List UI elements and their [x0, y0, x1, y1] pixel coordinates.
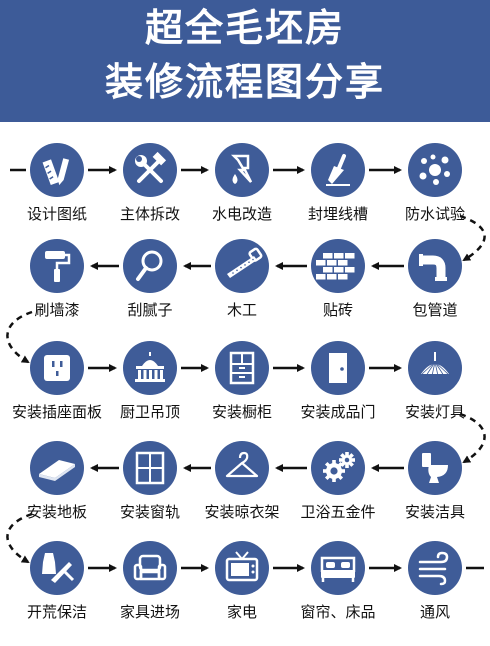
step-circle	[123, 541, 177, 595]
step-label: 厨卫吊顶	[119, 403, 180, 421]
step-circle	[30, 143, 84, 197]
step-circle	[311, 541, 365, 595]
step-circle	[215, 441, 269, 495]
step-node	[123, 341, 177, 395]
step-node	[311, 341, 365, 395]
step-label: 安装窗轨	[119, 503, 180, 521]
step-label: 包管道	[412, 301, 458, 319]
sofa-icon	[133, 554, 167, 581]
tv-icon	[225, 551, 259, 582]
step-node	[311, 441, 365, 495]
turn-arrow	[459, 214, 486, 262]
step-node	[408, 239, 462, 293]
title-line-1: 超全毛坯房	[144, 6, 345, 50]
window-icon	[135, 451, 165, 485]
step-label: 主体拆改	[119, 205, 180, 223]
step-label: 木工	[226, 301, 257, 319]
title-banner: 超全毛坯房 装修流程图分享	[0, 0, 490, 122]
step-label: 安装晾衣架	[204, 503, 280, 521]
step-node	[215, 341, 269, 395]
step-label: 刮腻子	[127, 301, 173, 319]
step-label: 安装地板	[26, 503, 87, 521]
step-label: 安装灯具	[404, 403, 465, 421]
step-node	[123, 441, 177, 495]
paint-roller-icon	[45, 251, 71, 282]
pipe-icon	[419, 254, 447, 281]
step-node	[215, 239, 269, 293]
step-label: 设计图纸	[26, 205, 87, 223]
connector-arrows	[6, 166, 486, 572]
step-node	[215, 441, 269, 495]
step-label: 开荒保洁	[26, 603, 87, 621]
bed-icon	[320, 556, 356, 582]
step-label: 通风	[419, 603, 450, 621]
step-label: 封埋线槽	[307, 205, 368, 223]
ceiling-building-icon	[135, 352, 165, 382]
hanger-icon	[225, 451, 259, 478]
title-line-2: 装修流程图分享	[104, 60, 385, 104]
step-node	[408, 541, 462, 595]
step-label: 安装插座面板	[11, 403, 102, 421]
step-node	[30, 239, 84, 293]
step-circle	[30, 541, 84, 595]
toilet-icon	[422, 453, 448, 483]
floor-board-icon	[39, 460, 75, 481]
step-node	[30, 341, 84, 395]
step-node	[123, 541, 177, 595]
step-label: 贴砖	[322, 301, 353, 319]
step-label: 窗帘、床品	[300, 603, 376, 621]
step-label: 防水试验	[404, 205, 465, 223]
step-circle	[123, 239, 177, 293]
step-node	[123, 143, 177, 197]
turn-arrow	[6, 310, 33, 364]
step-label: 家电	[226, 603, 257, 621]
turn-arrow	[459, 412, 486, 464]
wind-icon	[418, 551, 449, 586]
step-label: 卫浴五金件	[300, 503, 376, 521]
step-node	[215, 541, 269, 595]
gears-icon	[323, 452, 355, 482]
step-node	[30, 143, 84, 197]
turn-arrow	[6, 512, 33, 564]
hammer-wrench-icon	[135, 151, 167, 183]
cabinet-icon	[229, 351, 255, 385]
step-node	[408, 441, 462, 495]
water-splash-icon	[419, 154, 450, 185]
step-label: 安装成品门	[300, 403, 376, 421]
step-circle	[311, 239, 365, 293]
step-label: 刷墙漆	[34, 301, 80, 319]
step-node	[30, 541, 84, 595]
step-node	[30, 441, 84, 495]
saw-icon	[227, 247, 263, 278]
step-node	[123, 239, 177, 293]
step-node	[311, 541, 365, 595]
step-circle	[408, 239, 462, 293]
brick-wall-icon	[316, 253, 355, 280]
water-electric-icon	[230, 154, 253, 184]
door-icon	[329, 353, 347, 383]
step-node	[408, 341, 462, 395]
scraper-icon	[136, 250, 163, 281]
trowel-icon	[326, 154, 350, 186]
lamp-icon	[421, 352, 449, 375]
socket-icon	[44, 355, 70, 381]
step-label: 水电改造	[211, 205, 272, 223]
step-label: 安装洁具	[404, 503, 465, 521]
step-node	[408, 143, 462, 197]
step-node	[311, 143, 365, 197]
ruler-pencil-icon	[42, 158, 70, 186]
step-node	[215, 143, 269, 197]
step-label: 家具进场	[119, 603, 180, 621]
cleaning-icon	[42, 553, 75, 583]
step-node	[311, 239, 365, 293]
step-label: 安装橱柜	[211, 403, 272, 421]
